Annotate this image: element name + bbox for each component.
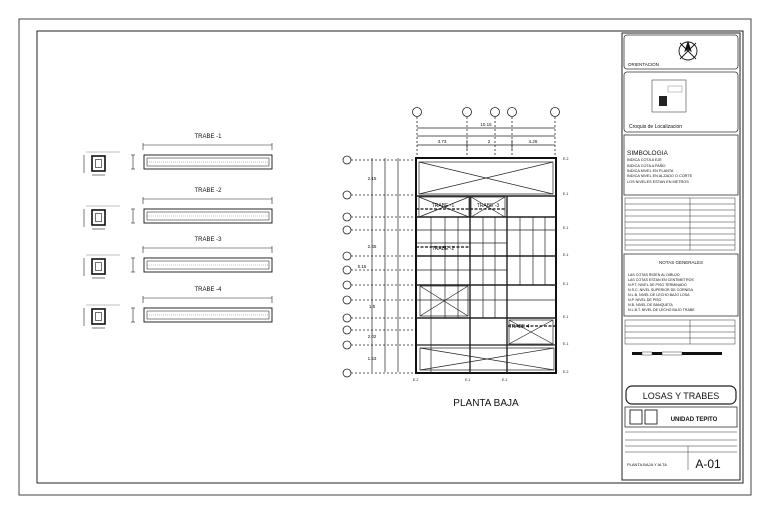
floor-plan: 10.15 3.73 2 4.26 2.15 5.15 2.45 1.5 2.0…	[342, 107, 569, 409]
plan-beam-label-1: TRABE -1	[432, 203, 455, 209]
sheet-number: A-01	[695, 457, 721, 471]
svg-text:E-2: E-2	[563, 370, 569, 374]
left-dim-5: 2.02	[368, 334, 377, 339]
notes-item-6: N.P. NIVEL DE PISO	[628, 298, 662, 302]
sub-dimension-2: 2	[488, 139, 491, 144]
symbology-item-3: INDICA NIVEL EN PLANTA	[627, 169, 674, 173]
sheet-title: LOSAS Y TRABES	[643, 391, 720, 401]
left-dim-6: 1.53	[368, 356, 377, 361]
north-arrow-icon	[678, 40, 698, 61]
sub-dimension-3: 4.26	[529, 139, 538, 144]
sub-dimension-1: 3.73	[438, 139, 447, 144]
orientation-box	[623, 34, 739, 70]
right-axis-marks: E-2E-1 E-1E-1 E-1E-1 E-1E-2	[563, 157, 569, 374]
notes-item-5: N.L.B. NIVEL DE LECHO BAJO LOSA	[628, 293, 690, 297]
svg-text:E-1: E-1	[563, 192, 569, 196]
symbology-item-4: INDICA NIVEL EN ALZADO O CORTE	[627, 174, 693, 178]
beam-detail-row: TRABE -1	[83, 134, 273, 176]
left-dim-2: 5.15	[358, 264, 367, 269]
title-block: ORIENTACION Croquis de Localizacion SIMB…	[621, 32, 741, 481]
symbology-item-1: INDICA COTA A EJE	[627, 158, 662, 162]
plan-beam-label-2: TRABE -3	[477, 203, 500, 209]
sheet-inner-frame	[36, 30, 744, 484]
bottom-axis-marks: E-2 E-1 E-1	[413, 378, 508, 382]
notes-item-4: N.S.C. NIVEL SUPERIOR DE CORNISA	[628, 288, 694, 292]
levels-table	[624, 319, 736, 345]
notes-item-3: N.P.T. NIVEL DE PISO TERMINADO	[628, 283, 687, 287]
notes-item-8: N.L.B.T. NIVEL DE LECHO BAJO TRABE	[628, 308, 695, 312]
plan-title: PLANTA BAJA	[453, 398, 519, 409]
symbology-item-2: INDICA COTA A PAÑO	[627, 163, 666, 168]
symbology-item-5: LOS NIVELES ESTAN EN METROS	[627, 180, 689, 184]
svg-text:E-2: E-2	[413, 378, 419, 382]
svg-text:E-1: E-1	[563, 342, 569, 346]
left-grid-bubbles	[342, 155, 416, 378]
plan-beam-label-4: TRABE 4	[509, 324, 530, 330]
info-rows	[625, 431, 737, 470]
left-dim-1: 2.15	[368, 176, 377, 181]
left-dim-3: 2.45	[368, 244, 377, 249]
plan-interior	[416, 161, 556, 373]
svg-text:E-2: E-2	[563, 157, 569, 161]
svg-text:E-1: E-1	[465, 378, 471, 382]
beam-details: TRABE -1 TRABE -2 TRABE -3 TRABE -4	[83, 134, 273, 329]
symbology-title: SIMBOLOGIA	[627, 150, 668, 157]
sheet-title-box	[625, 385, 737, 405]
plan-beam-label-3: TRABE -2	[432, 246, 455, 252]
beam-detail-row: TRABE -4	[83, 287, 273, 329]
beam-detail-row: TRABE -3	[83, 237, 273, 279]
drawing-name: PLANTA BAJA Y ALTA	[627, 462, 667, 467]
plan-beams	[416, 208, 556, 327]
top-grid-bubbles	[412, 107, 560, 160]
company-name: UNIDAD TEPITO	[671, 417, 718, 423]
svg-text:E-1: E-1	[563, 253, 569, 257]
beam-detail-row: TRABE -2	[83, 188, 273, 230]
left-dim-4: 1.5	[369, 304, 376, 309]
location-label: Croquis de Localizacion	[629, 124, 682, 130]
sheet-outer-frame	[18, 18, 752, 496]
overall-dimension: 10.15	[480, 122, 492, 127]
notes-title: NOTAS GENERALES	[659, 260, 703, 265]
location-box	[623, 71, 739, 133]
beam-label: TRABE -1	[194, 134, 222, 140]
notes-item-1: LAS COTAS RIGEN AL DIBUJO	[628, 273, 680, 277]
beam-label: TRABE -2	[194, 188, 222, 194]
plan-outline	[415, 157, 557, 374]
beam-label: TRABE -3	[194, 237, 222, 243]
svg-text:E-1: E-1	[563, 315, 569, 319]
orientation-label: ORIENTACION	[628, 62, 659, 67]
beam-label: TRABE -4	[194, 287, 222, 293]
svg-text:E-1: E-1	[563, 282, 569, 286]
areas-table	[624, 197, 736, 251]
svg-text:E-1: E-1	[563, 226, 569, 230]
scale-bar	[632, 351, 722, 356]
svg-text:E-1: E-1	[502, 378, 508, 382]
notes-item-7: N.B. NIVEL DE BANQUETA	[628, 303, 673, 307]
notes-item-2: LAS COTAS ESTAN EN CENTIMETROS	[628, 278, 694, 282]
top-dimensions	[417, 127, 555, 150]
left-dimensions	[371, 158, 399, 372]
